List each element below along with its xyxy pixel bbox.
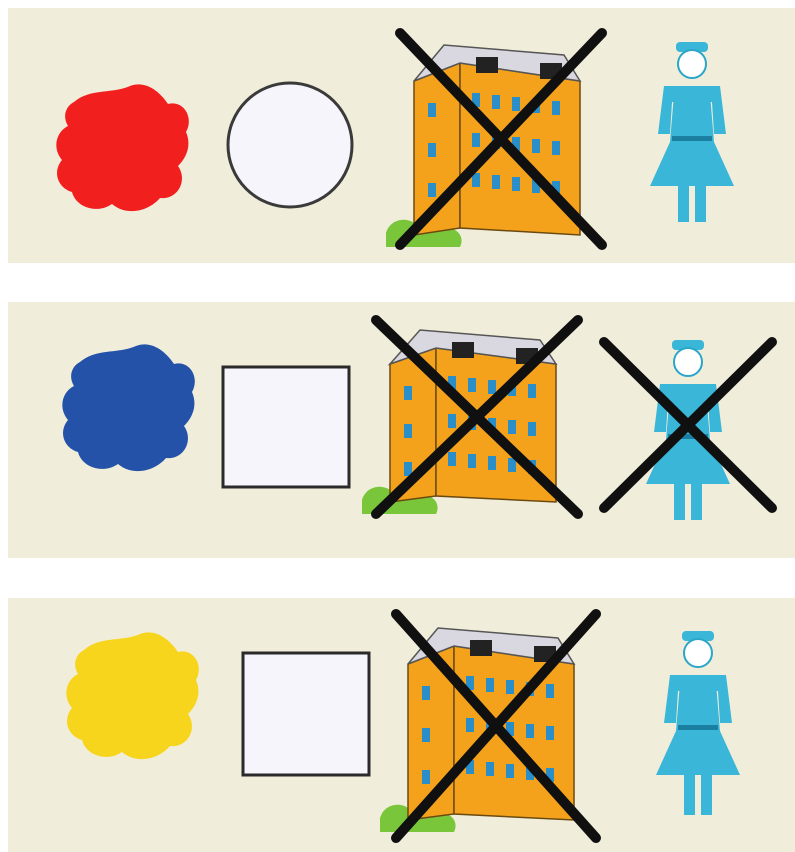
woman-icon	[599, 337, 777, 520]
cross-mark-icon	[391, 609, 601, 843]
building-icon	[362, 315, 583, 519]
building-icon	[386, 28, 607, 250]
woman-icon	[650, 42, 734, 222]
building-icon	[380, 609, 601, 843]
symbol-row-3	[8, 598, 795, 852]
square-shape-icon	[241, 651, 371, 777]
cross-mark-icon	[371, 315, 583, 519]
circle-shape-icon	[226, 81, 354, 209]
square-shape-icon	[221, 365, 351, 489]
paint-splash-icon	[66, 632, 199, 760]
symbol-row-1	[8, 8, 795, 263]
woman-icon	[656, 631, 740, 815]
paint-splash-icon	[62, 344, 195, 472]
symbol-row-2	[8, 302, 795, 558]
cross-mark-icon	[599, 337, 777, 513]
cross-mark-icon	[395, 28, 607, 250]
paint-splash-icon	[56, 84, 189, 212]
